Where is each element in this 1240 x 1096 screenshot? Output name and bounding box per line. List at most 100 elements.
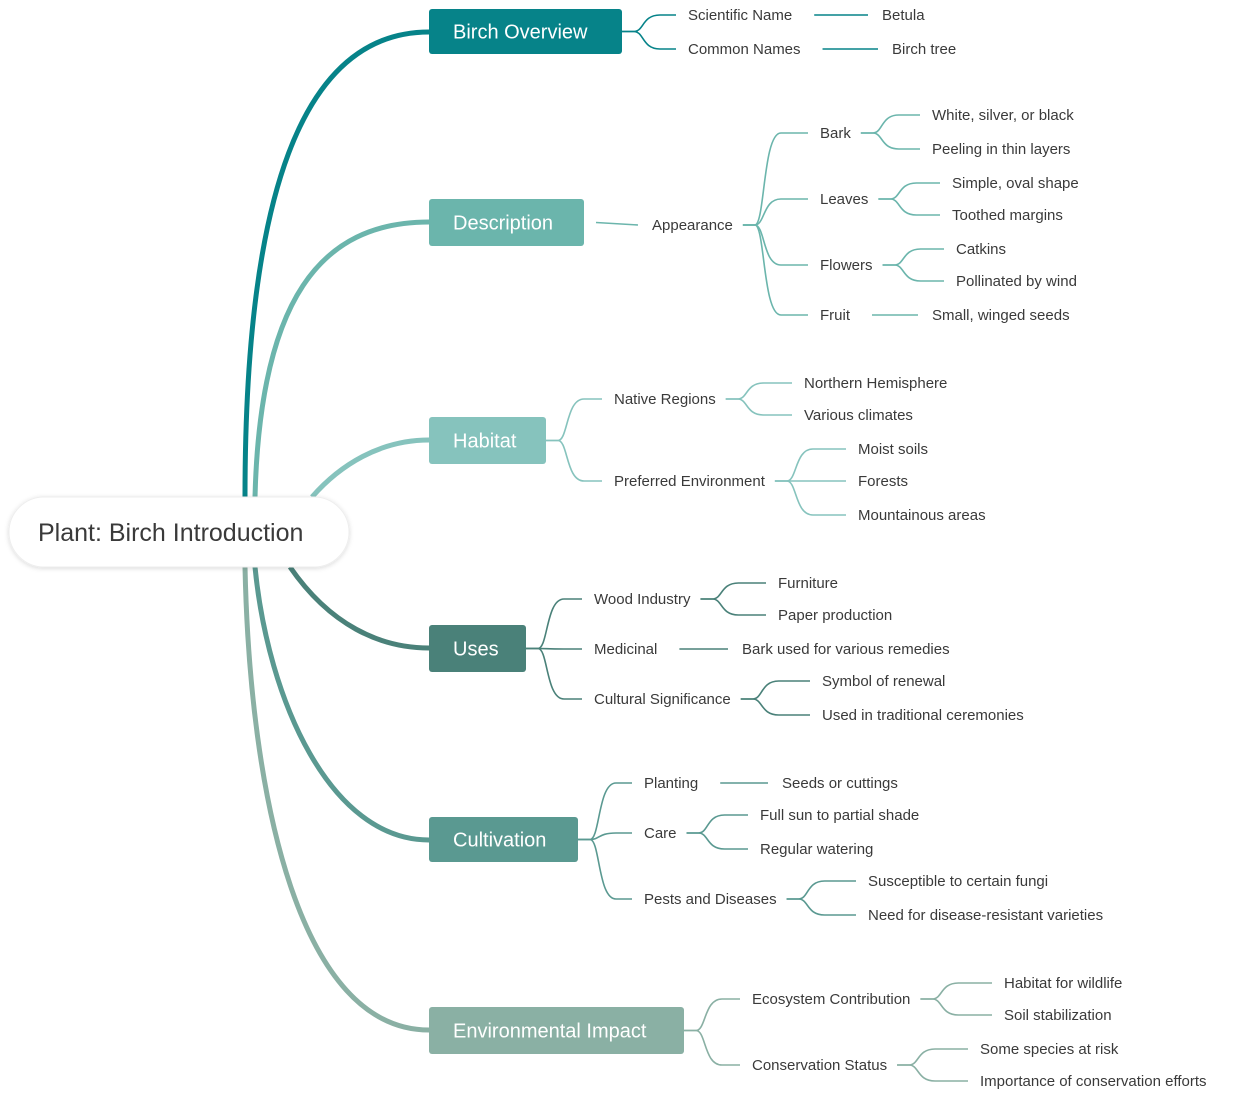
connector — [774, 448, 846, 482]
topic-regular-watering[interactable]: Regular watering — [760, 841, 873, 858]
topic-flowers[interactable]: Flowers — [820, 257, 873, 274]
branch-curve — [242, 29, 430, 498]
connector — [897, 1064, 968, 1082]
topic-forests[interactable]: Forests — [858, 473, 908, 490]
root-pill[interactable] — [8, 496, 350, 568]
connector-lines — [242, 14, 992, 1082]
connector — [686, 814, 748, 834]
connector — [578, 832, 632, 841]
topic-medicinal[interactable]: Medicinal — [594, 641, 657, 658]
root-topic[interactable]: Plant: Birch Introduction — [8, 496, 350, 568]
topic-moist-soils[interactable]: Moist soils — [858, 441, 928, 458]
topic-planting[interactable]: Planting — [644, 775, 698, 792]
branch-cultivation[interactable]: Cultivation — [429, 817, 578, 862]
topic-furniture[interactable]: Furniture — [778, 575, 838, 592]
connector — [920, 982, 992, 1000]
connector — [686, 832, 748, 850]
topic-bark[interactable]: Bark — [820, 125, 851, 142]
branch-curve — [287, 565, 430, 651]
branch-label: Cultivation — [453, 830, 546, 852]
topic-appearance[interactable]: Appearance — [652, 217, 733, 234]
connector — [878, 198, 940, 216]
topic-northern-hemisphere[interactable]: Northern Hemisphere — [804, 375, 947, 392]
connector — [882, 248, 944, 266]
branch-label: Environmental Impact — [453, 1021, 647, 1043]
connector — [860, 132, 920, 150]
topic-common-names[interactable]: Common Names — [688, 41, 801, 58]
topic-catkins[interactable]: Catkins — [956, 241, 1006, 258]
connector — [578, 782, 632, 841]
topic-susceptible-to-certain-fungi[interactable]: Susceptible to certain fungi — [868, 873, 1048, 890]
topic-conservation-status[interactable]: Conservation Status — [752, 1057, 887, 1074]
nodes: Birch Overview Scientific Name BetulaCommo… — [429, 7, 1207, 1090]
topic-some-species-at-risk[interactable]: Some species at risk — [980, 1041, 1119, 1058]
topic-full-sun-to-partial-shade[interactable]: Full sun to partial shade — [760, 807, 919, 824]
topic-symbol-of-renewal[interactable]: Symbol of renewal — [822, 673, 945, 690]
connector — [878, 182, 940, 200]
connector — [622, 30, 676, 50]
connector — [595, 221, 639, 226]
topic-need-for-disease-resistant-varieties[interactable]: Need for disease-resistant varieties — [868, 907, 1103, 924]
connector — [578, 838, 632, 900]
connector — [742, 224, 808, 316]
topic-used-in-traditional-ceremonies[interactable]: Used in traditional ceremonies — [822, 707, 1024, 724]
connector — [700, 598, 766, 616]
topic-pests-and-diseases[interactable]: Pests and Diseases — [644, 891, 777, 908]
branch-label: Uses — [453, 639, 499, 661]
topic-simple-oval-shape[interactable]: Simple, oval shape — [952, 175, 1079, 192]
topic-various-climates[interactable]: Various climates — [804, 407, 913, 424]
connector — [882, 264, 944, 282]
topic-seeds-or-cuttings[interactable]: Seeds or cuttings — [782, 775, 898, 792]
topic-native-regions[interactable]: Native Regions — [614, 391, 716, 408]
connector — [897, 1048, 968, 1066]
topic-ecosystem-contribution[interactable]: Ecosystem Contribution — [752, 991, 910, 1008]
topic-scientific-name[interactable]: Scientific Name — [688, 7, 792, 24]
connector — [684, 1029, 740, 1066]
branch-curve — [252, 219, 430, 498]
connector — [786, 880, 856, 900]
connector — [740, 698, 810, 716]
connector — [526, 598, 582, 650]
branch-uses[interactable]: Uses — [429, 625, 526, 672]
connector — [684, 998, 740, 1032]
topic-importance-of-conservation-efforts[interactable]: Importance of conservation efforts — [980, 1073, 1207, 1090]
connector — [860, 114, 920, 134]
topic-small-winged-seeds[interactable]: Small, winged seeds — [932, 307, 1070, 324]
topic-bark-used-for-various-remedies[interactable]: Bark used for various remedies — [742, 641, 950, 658]
branch-description[interactable]: Description — [429, 199, 584, 246]
topic-leaves[interactable]: Leaves — [820, 191, 868, 208]
topic-soil-stabilization[interactable]: Soil stabilization — [1004, 1007, 1112, 1024]
connector — [725, 398, 792, 416]
topic-habitat-for-wildlife[interactable]: Habitat for wildlife — [1004, 975, 1122, 992]
topic-preferred-environment[interactable]: Preferred Environment — [614, 473, 766, 490]
topic-pollinated-by-wind[interactable]: Pollinated by wind — [956, 273, 1077, 290]
branch-box[interactable] — [429, 199, 584, 246]
branch-curve — [252, 566, 430, 843]
branch-box[interactable] — [429, 1007, 684, 1054]
branch-environmental-impact[interactable]: Environmental Impact — [429, 1007, 684, 1054]
connector — [546, 439, 602, 482]
topic-white-silver-or-black[interactable]: White, silver, or black — [932, 107, 1074, 124]
topic-wood-industry[interactable]: Wood Industry — [594, 591, 691, 608]
branch-curve — [242, 566, 430, 1033]
branch-birch-overview[interactable]: Birch Overview — [429, 9, 622, 54]
topic-care[interactable]: Care — [644, 825, 677, 842]
topic-fruit[interactable]: Fruit — [820, 307, 851, 324]
topic-paper-production[interactable]: Paper production — [778, 607, 892, 624]
branch-box[interactable] — [429, 417, 546, 464]
branch-habitat[interactable]: Habitat — [429, 417, 546, 464]
topic-betula[interactable]: Betula — [882, 7, 925, 24]
branch-box[interactable] — [429, 9, 622, 54]
connector — [774, 480, 846, 516]
topic-mountainous-areas[interactable]: Mountainous areas — [858, 507, 986, 524]
connector — [526, 647, 582, 700]
connector — [740, 680, 810, 700]
topic-peeling-in-thin-layers[interactable]: Peeling in thin layers — [932, 141, 1070, 158]
topic-birch-tree[interactable]: Birch tree — [892, 41, 956, 58]
topic-toothed-margins[interactable]: Toothed margins — [952, 207, 1063, 224]
branch-box[interactable] — [429, 817, 578, 862]
branch-box[interactable] — [429, 625, 526, 672]
connector — [742, 198, 808, 226]
topic-cultural-significance[interactable]: Cultural Significance — [594, 691, 731, 708]
